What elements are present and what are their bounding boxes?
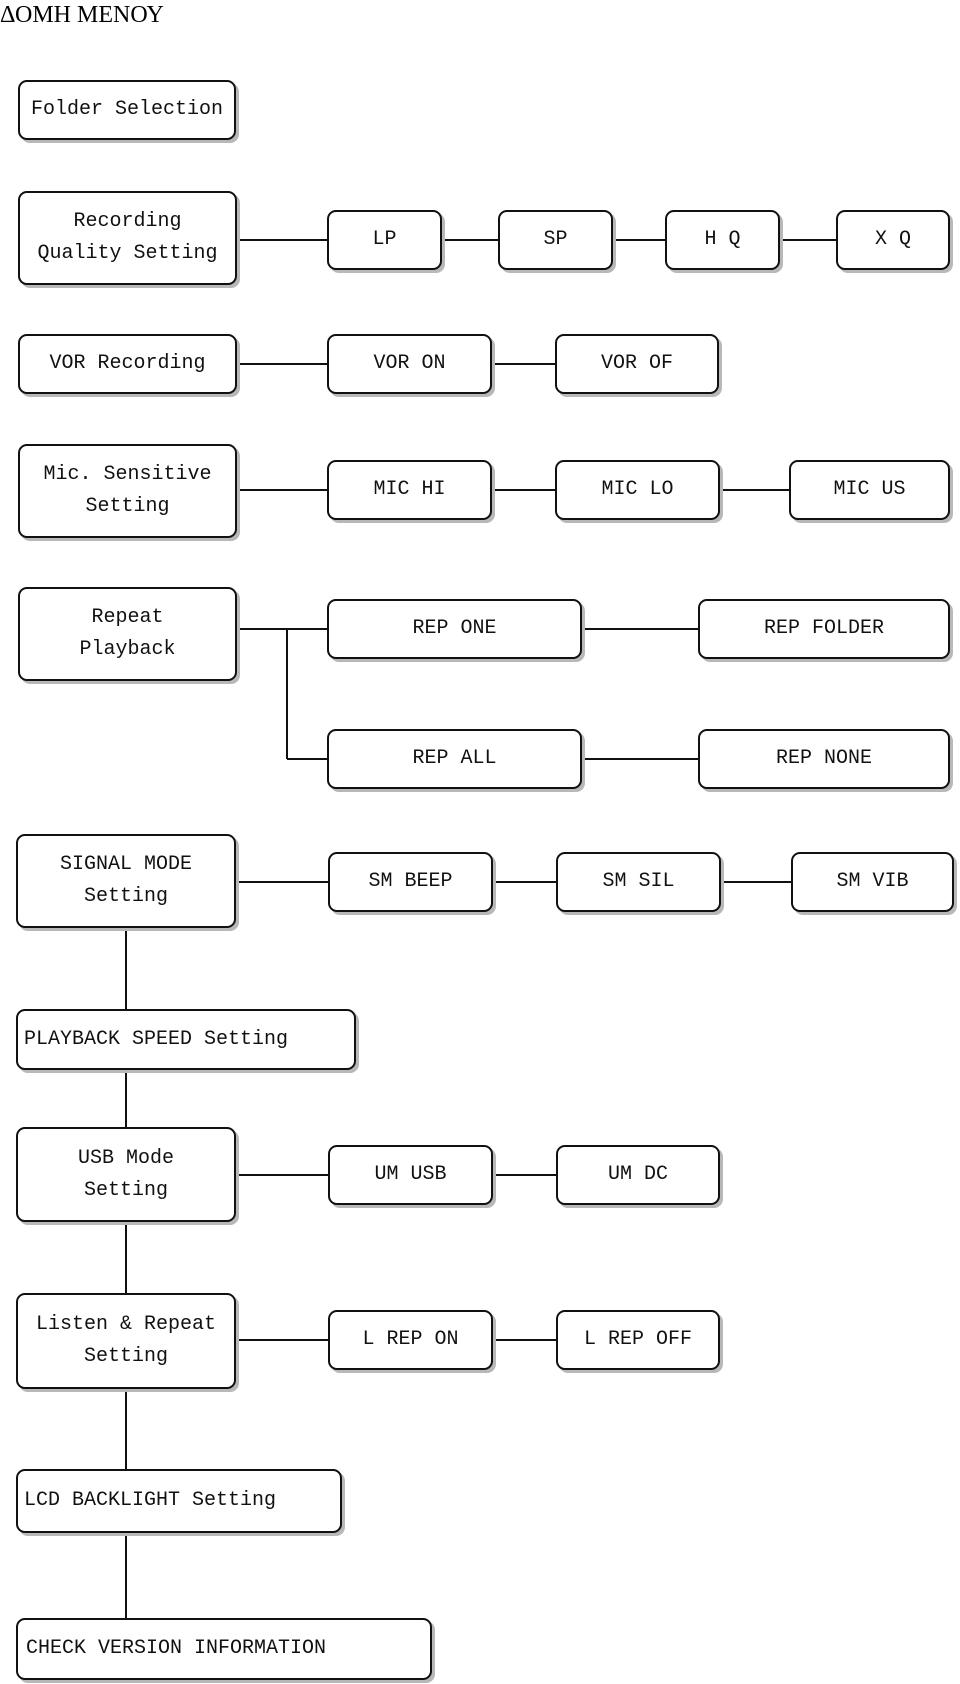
menu-box-repeat-playback: Repeat Playback: [18, 587, 237, 681]
option-box-um-dc: UM DC: [556, 1145, 720, 1205]
option-box-sm-vib: SM VIB: [791, 852, 954, 912]
option-box-sm-beep: SM BEEP: [328, 852, 493, 912]
menu-box-check-version: CHECK VERSION INFORMATION: [16, 1618, 432, 1680]
option-box-hq: H Q: [665, 210, 780, 270]
option-box-sm-sil: SM SIL: [556, 852, 721, 912]
option-box-xq: X Q: [836, 210, 950, 270]
option-box-rep-all: REP ALL: [327, 729, 582, 789]
option-box-mic-hi: MIC HI: [327, 460, 492, 520]
menu-box-usb-mode: USB Mode Setting: [16, 1127, 236, 1222]
option-box-vor-of: VOR OF: [555, 334, 719, 394]
menu-box-vor-recording: VOR Recording: [18, 334, 237, 394]
option-box-mic-us: MIC US: [789, 460, 950, 520]
menu-box-recording-quality: Recording Quality Setting: [18, 191, 237, 285]
menu-box-listen-repeat: Listen & Repeat Setting: [16, 1293, 236, 1389]
option-box-vor-on: VOR ON: [327, 334, 492, 394]
option-box-um-usb: UM USB: [328, 1145, 493, 1205]
option-box-l-rep-on: L REP ON: [328, 1310, 493, 1370]
option-box-mic-lo: MIC LO: [555, 460, 720, 520]
menu-box-playback-speed: PLAYBACK SPEED Setting: [16, 1009, 356, 1070]
option-box-l-rep-off: L REP OFF: [556, 1310, 720, 1370]
option-box-rep-one: REP ONE: [327, 599, 582, 659]
menu-box-mic-sensitive: Mic. Sensitive Setting: [18, 444, 237, 538]
menu-box-signal-mode: SIGNAL MODE Setting: [16, 834, 236, 928]
page-title: ΔΟΜΗ ΜΕΝΟΥ: [0, 2, 164, 28]
option-box-rep-folder: REP FOLDER: [698, 599, 950, 659]
option-box-sp: SP: [498, 210, 613, 270]
menu-box-folder-selection: Folder Selection: [18, 80, 236, 140]
option-box-lp: LP: [327, 210, 442, 270]
option-box-rep-none: REP NONE: [698, 729, 950, 789]
menu-box-lcd-backlight: LCD BACKLIGHT Setting: [16, 1469, 342, 1533]
